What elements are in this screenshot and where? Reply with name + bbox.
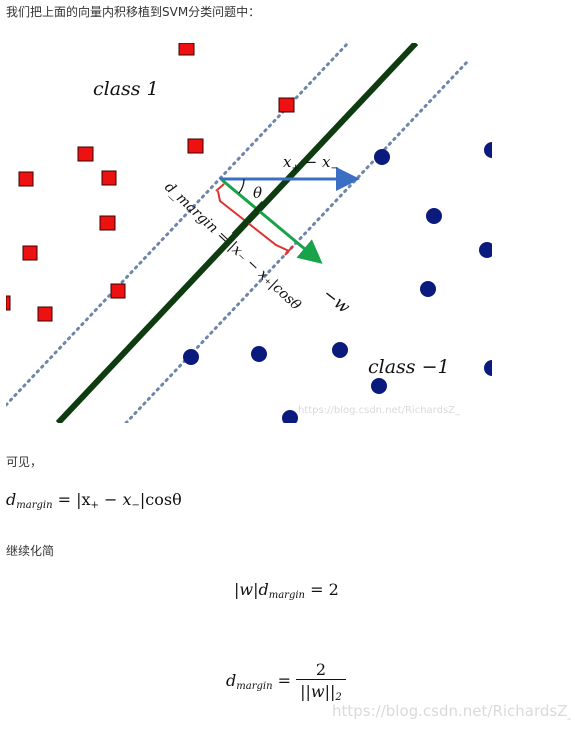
class-neg1-point	[484, 142, 492, 158]
class-neg1-point	[374, 149, 390, 165]
class-neg1-point	[332, 342, 348, 358]
eq1-sub: margin	[16, 500, 53, 511]
class1-point	[187, 138, 204, 154]
vector-label-sub2: −	[330, 163, 338, 174]
class1-point	[101, 170, 117, 186]
class1-point	[6, 295, 11, 311]
class-neg1-point	[183, 349, 199, 365]
class1-point	[178, 43, 195, 56]
vector-label-sub1: +	[291, 163, 299, 174]
class1-point	[99, 215, 116, 231]
class-neg1-point	[251, 346, 267, 362]
class1-point	[37, 306, 53, 322]
eq3-eq: =	[272, 671, 297, 690]
eq1-s1: +	[90, 500, 99, 511]
eq1-mid: − x	[98, 490, 132, 509]
equation-dmargin-fraction: dmargin = 2||w||2	[226, 660, 346, 703]
class1-point	[18, 171, 34, 187]
class1-points	[6, 43, 295, 322]
eq3-fraction: 2||w||2	[296, 660, 346, 703]
keyi-text: 可见，	[6, 455, 43, 469]
class-neg1-point	[426, 208, 442, 224]
class-neg1-label: class −1	[368, 356, 450, 378]
eq1-s2: −	[131, 500, 140, 511]
eq3-numerator: 2	[296, 660, 346, 680]
class1-label: class 1	[93, 78, 159, 100]
eq2-lhs: |w|d	[234, 580, 269, 599]
class-neg1-point	[420, 281, 436, 297]
vector-label-x: x	[283, 153, 292, 171]
eq3-d: d	[226, 671, 237, 690]
eq2-sub: margin	[268, 590, 305, 601]
simplify-text: 继续化简	[6, 544, 55, 558]
class1-point	[110, 283, 126, 299]
neg-w-label: −w	[319, 284, 354, 318]
svm-margin-figure: class 1 class −1 x+ − x− θ −w d_margin =…	[6, 43, 492, 423]
class1-point	[22, 245, 38, 261]
equation-w-dmargin: |w|dmargin = 2	[234, 580, 339, 601]
class1-point	[77, 146, 94, 162]
margin-line-upper	[6, 43, 350, 407]
intro-text: 我们把上面的向量内积移植到SVM分类问题中：	[6, 5, 261, 19]
eq3-den-text: ||w||	[300, 682, 336, 701]
eq1-tail: |cosθ	[139, 490, 182, 509]
eq3-sub: margin	[236, 681, 273, 692]
vector-label: x+ − x−	[283, 153, 339, 174]
class-neg1-point	[371, 378, 387, 394]
class-neg1-point	[479, 242, 492, 258]
eq1-d: d	[6, 490, 17, 509]
eq1-rhs: = |x	[52, 490, 91, 509]
theta-arc	[238, 178, 245, 194]
vector-label-mid: − x	[300, 153, 331, 171]
figure-watermark: https://blog.csdn.net/RichardsZ_	[298, 405, 461, 416]
eq2-rhs: = 2	[304, 580, 339, 599]
class-neg1-point	[484, 360, 492, 376]
eq3-den-sub: 2	[335, 692, 342, 703]
class-neg1-point	[282, 410, 298, 423]
equation-dmargin: dmargin = |x+ − x−|cosθ	[6, 490, 182, 511]
class1-point	[278, 97, 295, 113]
bottom-watermark: https://blog.csdn.net/RichardsZ_	[332, 702, 571, 720]
eq3-denominator: ||w||2	[296, 680, 346, 703]
vector-neg-w	[221, 178, 323, 264]
theta-label: θ	[253, 184, 262, 202]
class-neg1-points	[183, 142, 492, 423]
